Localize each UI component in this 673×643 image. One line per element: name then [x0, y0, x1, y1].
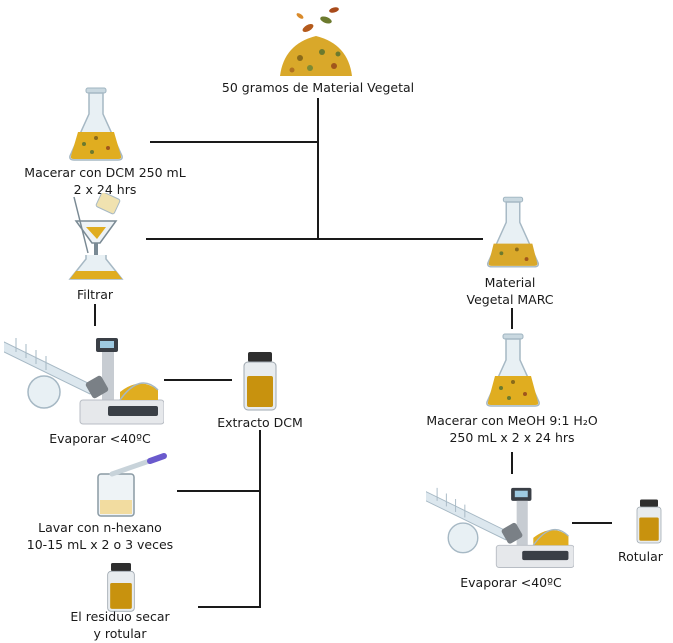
beaker-pipette-icon — [97, 453, 167, 517]
label-material-vegetal: 50 gramos de Material Vegetal — [221, 80, 415, 95]
rotary-evaporator-icon — [4, 338, 164, 425]
label-marc-2: Vegetal MARC — [466, 292, 554, 307]
connector-marc-macerar2 — [511, 308, 513, 329]
label-macerar-meoh-2: 250 mL x 2 x 24 hrs — [449, 430, 575, 445]
rotary-evaporator-icon — [426, 487, 574, 568]
connector-filtrar-evaporar — [94, 304, 96, 326]
connector-residuo — [198, 606, 260, 608]
connector-lavar — [177, 490, 260, 492]
vial-icon — [636, 499, 662, 544]
label-lavar-2: 10-15 mL x 2 o 3 veces — [26, 537, 174, 552]
label-residuo-1: El residuo secar — [70, 609, 170, 624]
label-filtrar: Filtrar — [76, 287, 114, 302]
label-residuo-2: y rotular — [93, 626, 147, 641]
label-evaporar-2: Evaporar <40ºC — [460, 575, 562, 590]
flask-icon — [486, 196, 540, 268]
label-marc-1: Material — [484, 275, 536, 290]
vial-icon — [243, 352, 277, 411]
connector-macerar2-evaporar2 — [511, 452, 513, 474]
filter-funnel-icon — [68, 193, 124, 280]
label-macerar-meoh-1: Macerar con MeOH 9:1 H₂O — [426, 413, 598, 428]
label-macerar-dcm-1: Macerar con DCM 250 mL — [24, 165, 186, 180]
label-rotular: Rotular — [618, 549, 663, 564]
vial-icon — [107, 563, 135, 612]
connector-macerar1 — [150, 141, 318, 143]
connector-trunk — [317, 98, 319, 239]
flask-icon — [69, 87, 123, 161]
connector-evaporar2-rotular — [572, 522, 612, 524]
label-macerar-dcm-2: 2 x 24 hrs — [73, 182, 137, 197]
label-extracto-dcm: Extracto DCM — [217, 415, 303, 430]
connector-extracto-vertical — [259, 430, 261, 608]
label-lavar-1: Lavar con n-hexano — [38, 520, 162, 535]
flask-icon — [486, 333, 540, 407]
connector-evaporar-extracto — [164, 379, 232, 381]
leaf-pile-icon — [280, 7, 352, 76]
label-evaporar-1: Evaporar <40ºC — [49, 431, 151, 446]
connector-horizontal-main — [146, 238, 483, 240]
